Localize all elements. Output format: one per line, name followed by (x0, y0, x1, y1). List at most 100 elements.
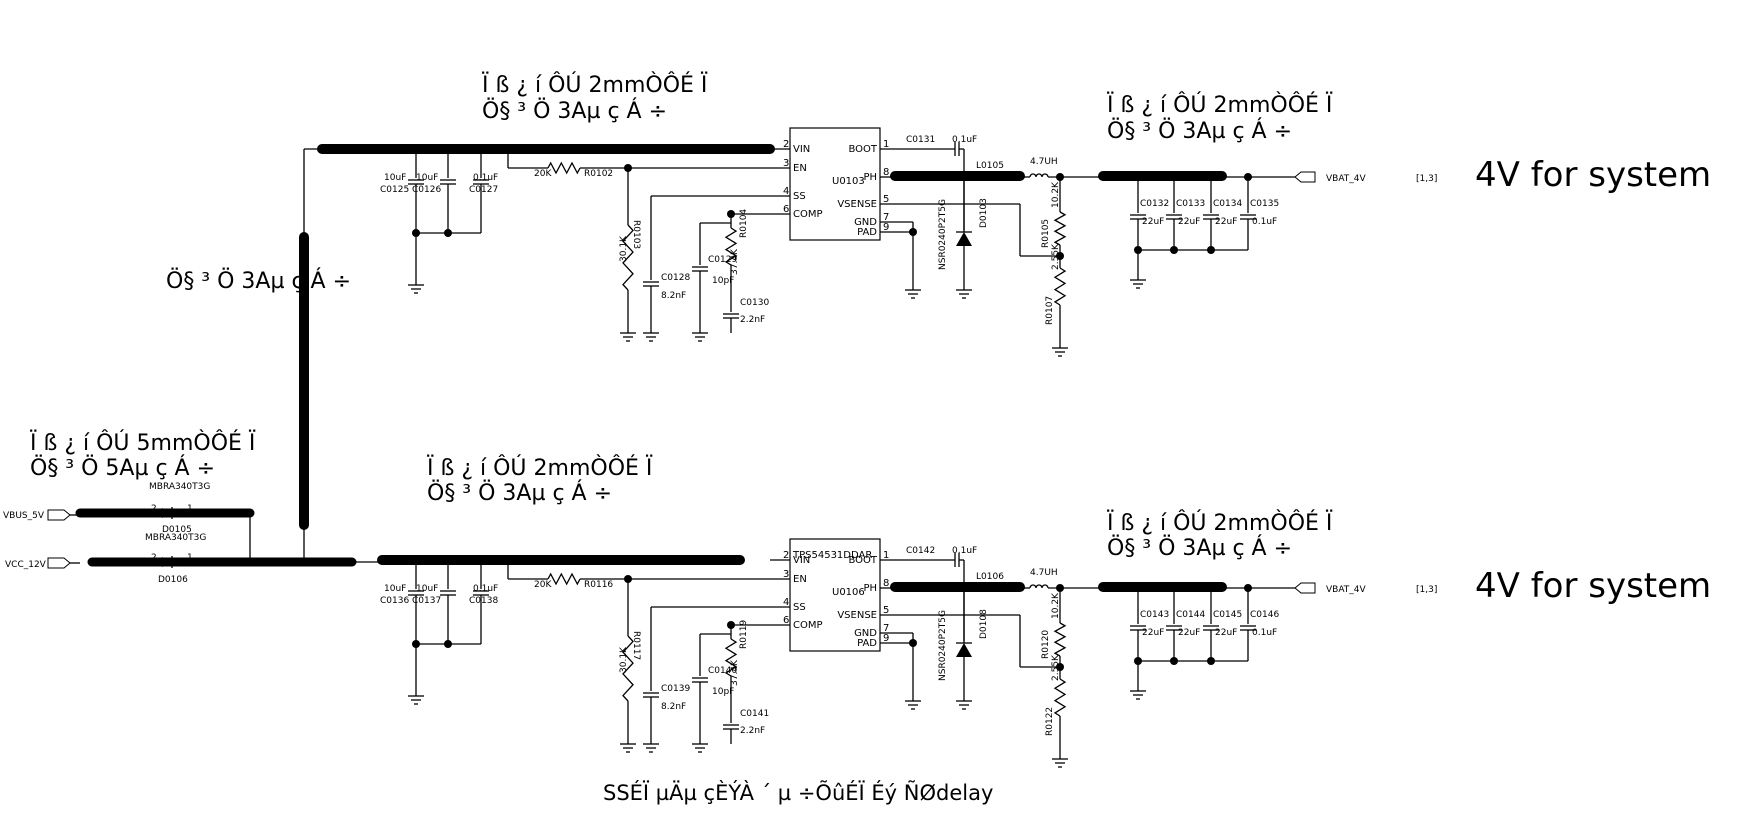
ground-symbol (1130, 279, 1146, 289)
note-top-right-line2: Ö§ ³ Ö 3Aµ ç Á ÷ (1107, 118, 1292, 144)
pin-right-number-2: 5 (883, 194, 889, 205)
pin-right-number-0: 1 (883, 550, 889, 561)
inductor-ref: L0105 (976, 161, 1004, 171)
input-cap-1-ref: C0137 (412, 596, 441, 606)
comp-resistor (724, 638, 738, 677)
input-cap-2-value: 0.1uF (473, 173, 498, 183)
junction-dot (1207, 246, 1215, 254)
feedback-resistor-top (1053, 622, 1067, 657)
diode-d0106-symbol (162, 557, 172, 567)
comp-resistor-ref: R0104 (739, 209, 749, 238)
pin-right-name-4: PAD (857, 638, 877, 649)
feedback-resistor-top-ref: R0105 (1041, 219, 1051, 248)
boot-cap-ref: C0131 (906, 135, 935, 145)
comp-cap2-ref: C0141 (740, 709, 769, 719)
note-top-left-line2: Ö§ ³ Ö 3Aµ ç Á ÷ (482, 98, 667, 124)
pin-right-name-1: PH (863, 583, 877, 594)
input-cap-0-value: 10uF (384, 173, 406, 183)
en-resistor-value: 20K (534, 580, 552, 590)
output-cap-2-ref: C0134 (1213, 199, 1242, 209)
catch-diode-part: NSR0240P2T5G (938, 610, 948, 681)
ground-symbol (643, 743, 659, 753)
ss-resistor-value: 30.1K (619, 646, 629, 673)
catch-diode-symbol (956, 232, 972, 246)
pin-left-name-2: SS (793, 191, 806, 202)
output-cap-2-value: 22uF (1215, 628, 1237, 638)
output-cap-2-ref: C0145 (1213, 610, 1242, 620)
input-cap-2-value: 0.1uF (473, 584, 498, 594)
output-rail-label: 4V for system (1475, 566, 1711, 606)
output-cap-0-ref: C0132 (1140, 199, 1169, 209)
ss-resistor (622, 224, 634, 291)
en-resistor (547, 161, 581, 175)
input-cap-0-value: 10uF (384, 584, 406, 594)
comp-cap2-value: 2.2nF (740, 726, 765, 736)
pin-left-number-3: 6 (783, 204, 789, 215)
pin-left-name-3: COMP (793, 209, 823, 220)
ground-symbol (643, 332, 659, 342)
input-cap-0-ref: C0136 (380, 596, 409, 606)
pin-left-name-3: COMP (793, 620, 823, 631)
output-cap-1-value: 22uF (1178, 628, 1200, 638)
ss-cap-value: 8.2nF (661, 291, 686, 301)
ss-resistor-ref: R0103 (631, 220, 641, 249)
junction-dot (444, 229, 452, 237)
boot-cap-value: 0.1uF (952, 135, 977, 145)
pin-left-name-1: EN (793, 163, 807, 174)
en-resistor-ref: R0116 (584, 580, 613, 590)
comp-cap-value: 10pF (712, 276, 734, 286)
ground-symbol (905, 289, 921, 299)
output-port (1294, 582, 1316, 594)
input-cap-2-ref: C0127 (469, 185, 498, 195)
output-cap-3-value: 0.1uF (1252, 217, 1277, 227)
feedback-resistor-bottom-value: 2.55K (1051, 654, 1061, 681)
pin-right-number-1: 8 (883, 578, 889, 589)
catch-diode-symbol (956, 643, 972, 657)
pin-left-name-1: EN (793, 574, 807, 585)
inductor (1029, 584, 1049, 589)
output-cap-3-value: 0.1uF (1252, 628, 1277, 638)
junction-dot (1170, 657, 1178, 665)
ground-symbol (956, 289, 972, 299)
svg-text:1: 1 (187, 553, 193, 563)
pin-left-number-1: 3 (783, 569, 789, 580)
note-input-line1: Ï ß ¿ í ÔÚ 5mmÒÔÉ Ï (30, 430, 256, 456)
boot-cap-value: 0.1uF (952, 546, 977, 556)
feedback-resistor-bottom-ref: R0122 (1045, 707, 1055, 736)
note-top-left-line1: Ï ß ¿ í ÔÚ 2mmÒÔÉ Ï (482, 72, 708, 98)
junction-dot (1170, 246, 1178, 254)
note-vertical-bus: Ö§ ³ Ö 3Aµ ç Á ÷ (166, 268, 351, 294)
input-section: VBUS_5V VCC_12V MBRA340T3G D0105 MBRA340… (3, 148, 382, 585)
pin-right-number-4: 9 (883, 222, 889, 233)
ss-cap-value: 8.2nF (661, 702, 686, 712)
input-cap-1-value: 10uF (416, 584, 438, 594)
d0106-ref: D0106 (158, 575, 188, 585)
pin-left-number-2: 4 (783, 597, 789, 608)
output-cap-0-value: 22uF (1142, 217, 1164, 227)
output-net-label: VBAT_4V (1326, 585, 1367, 595)
boot-cap-ref: C0142 (906, 546, 935, 556)
ground-symbol (408, 695, 424, 705)
pin-right-number-0: 1 (883, 139, 889, 150)
output-cap-0-value: 22uF (1142, 628, 1164, 638)
ground-symbol (620, 332, 636, 342)
vcc-port (47, 557, 71, 569)
inductor-ref: L0106 (976, 572, 1004, 582)
comp-resistor (724, 227, 738, 266)
note-footer: SSÉÏ µÄµ çÈÝÀ ´ µ ÷ÕûÉÏ Éý ÑØdelay (603, 779, 993, 805)
comp-resistor-ref: R0119 (739, 620, 749, 649)
comp-resistor-value: 37.4K (730, 659, 740, 686)
ground-symbol (1130, 690, 1146, 700)
inductor-value: 4.7UH (1030, 568, 1058, 578)
comp-cap2-value: 2.2nF (740, 315, 765, 325)
note-input-line2: Ö§ ³ Ö 5Aµ ç Á ÷ (30, 455, 215, 481)
pin-right-number-3: 7 (883, 212, 889, 223)
catch-diode-ref: D0108 (979, 609, 989, 639)
en-resistor-ref: R0102 (584, 169, 613, 179)
ic-ref: U0103 (832, 176, 865, 187)
pin-right-number-1: 8 (883, 167, 889, 178)
pin-left-number-3: 6 (783, 615, 789, 626)
note-bottom-right-line1: Ï ß ¿ í ÔÚ 2mmÒÔÉ Ï (1107, 510, 1333, 536)
